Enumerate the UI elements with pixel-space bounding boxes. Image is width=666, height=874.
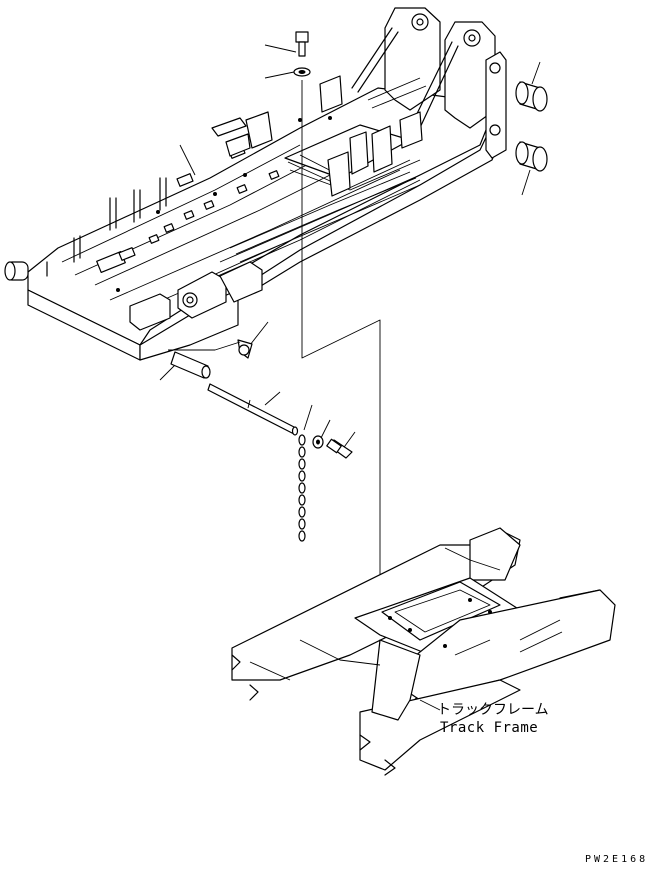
washer-mid (312, 435, 324, 449)
washer-top (293, 67, 311, 77)
grease-fitting (237, 339, 253, 359)
track-frame-label-ja: トラックフレーム (437, 702, 549, 718)
rod (207, 383, 299, 436)
mount-line (301, 80, 381, 630)
pin-lower (170, 351, 211, 379)
track-frame (231, 527, 616, 776)
bolt-top (295, 31, 309, 57)
drawing-code: PW2E168 (585, 854, 648, 865)
plate-under (168, 341, 241, 351)
bushing-upper (515, 81, 548, 112)
track-frame-label-en: Track Frame (440, 720, 538, 736)
chain (298, 434, 306, 542)
main-frame (4, 7, 507, 361)
bolt-mid (326, 438, 353, 459)
bushing-lower (515, 141, 548, 172)
